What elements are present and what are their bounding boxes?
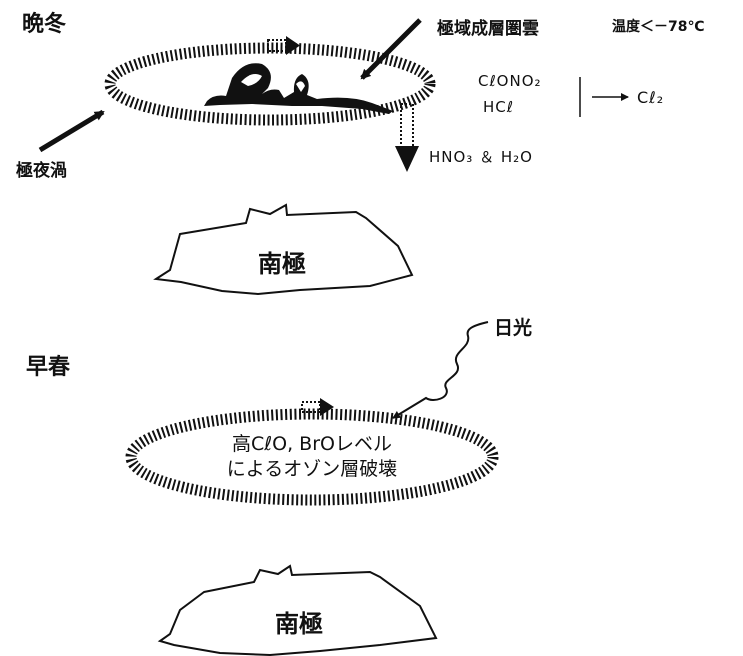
sunlight-wavy-arrow [392, 321, 489, 419]
polar-vortex-ring-winter [104, 42, 436, 126]
vortex-flow-arrow-winter [267, 36, 300, 55]
polar-vortex-label: 極夜渦 [16, 161, 67, 181]
vortex-pointer-arrow [38, 109, 105, 153]
temperature-label: 温度＜－78℃ [612, 19, 705, 35]
ozone-depletion-line-2: によるオゾン層破壊 [226, 458, 398, 480]
ozone-depletion-line-1: 高CℓO, BrOレベル [232, 433, 392, 455]
psc-pointer-arrow [360, 18, 422, 80]
antarctica-shape-spring [157, 564, 438, 656]
antarctica-shape-winter [153, 203, 414, 296]
psc-label: 極域成層圏雲 [437, 19, 539, 39]
season-label-late-winter: 晩冬 [22, 12, 67, 37]
season-label-early-spring: 早春 [26, 355, 71, 380]
antarctica-label-spring: 南極 [275, 610, 323, 638]
sunlight-label: 日光 [494, 317, 533, 339]
ozone-depletion-text: 高CℓO, BrOレベル によるオゾン層破壊 [167, 432, 457, 482]
polar-stratospheric-cloud [204, 63, 393, 114]
sediment-label: HNO₃ ＆ H₂O [429, 148, 533, 166]
reservoir-chlorine-nitrate: CℓONO₂ [478, 72, 542, 90]
sedimentation-arrow [395, 103, 419, 172]
antarctica-label-winter: 南極 [258, 250, 306, 278]
product-chlorine: Cℓ₂ [637, 88, 665, 107]
polar-vortex-ring-spring [125, 408, 499, 506]
reservoir-hydrogen-chloride: HCℓ [483, 98, 514, 116]
vortex-flow-arrow-spring [301, 398, 334, 416]
